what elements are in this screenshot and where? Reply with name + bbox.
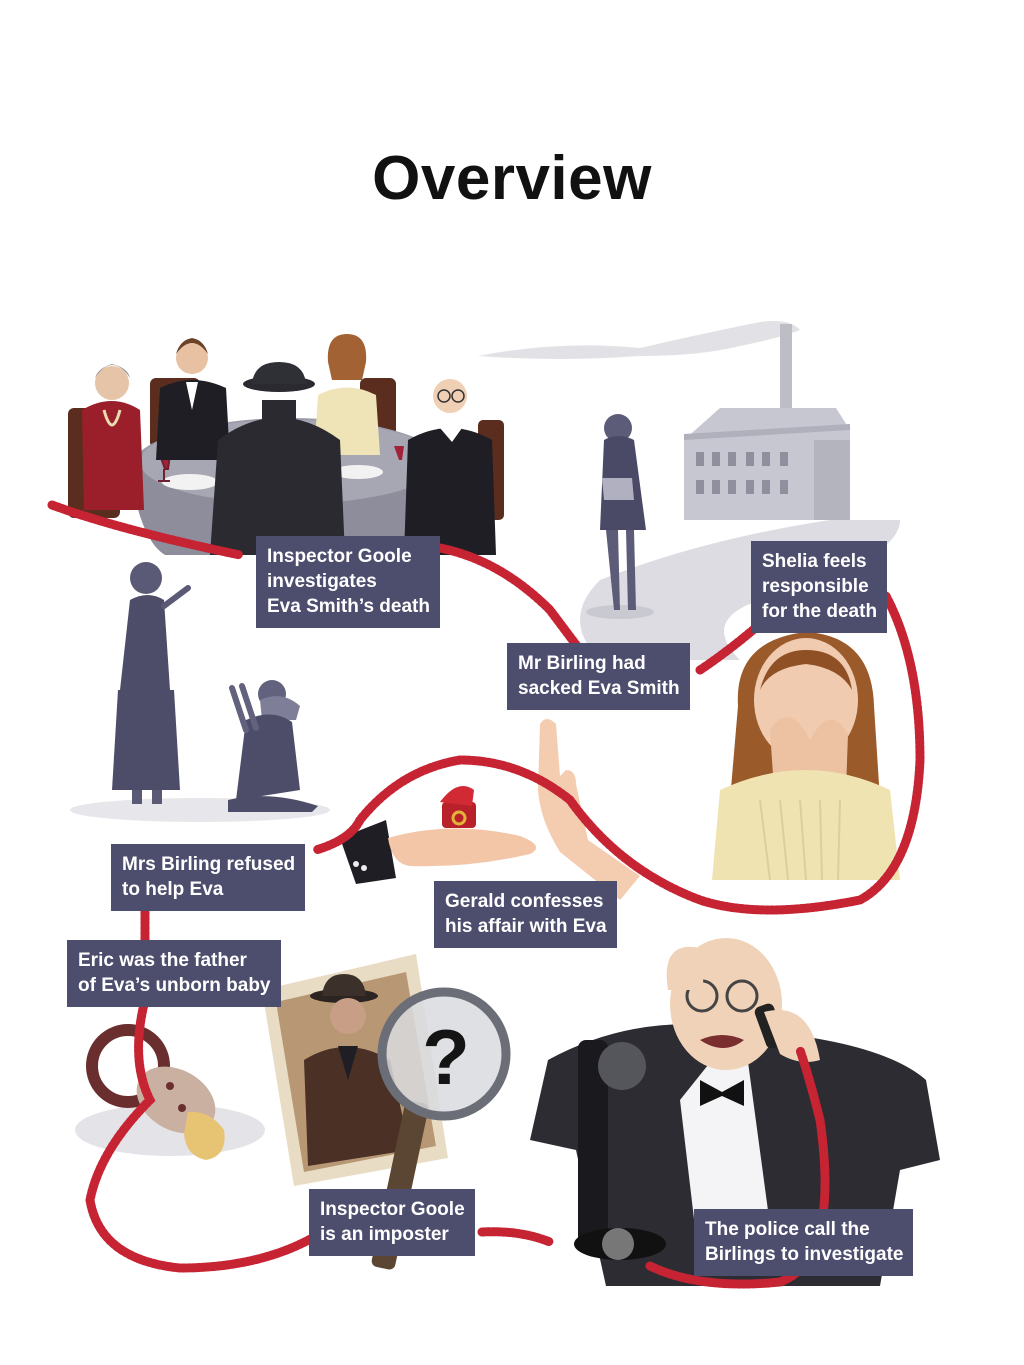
dinner-party-scene xyxy=(68,334,504,555)
callout-goole-investigates: Inspector Goole investigates Eva Smith’s… xyxy=(256,536,440,628)
page-title: Overview xyxy=(372,144,652,213)
callout-mrs-birling-refused: Mrs Birling refused to help Eva xyxy=(111,844,306,911)
callout-police-call: The police call the Birlings to investig… xyxy=(694,1209,914,1276)
refusing-hand xyxy=(538,719,640,900)
callout-gerald-confesses: Gerald confesses his affair with Eva xyxy=(434,881,617,948)
baby-pacifier xyxy=(75,1024,265,1160)
eva-smith-figure xyxy=(586,414,654,619)
callout-birling-sacked: Mr Birling had sacked Eva Smith xyxy=(507,643,690,710)
callout-eric-father: Eric was the father of Eva’s unborn baby xyxy=(67,940,281,1007)
mrs-birling-and-eva xyxy=(70,562,330,822)
sheila-crying xyxy=(712,632,900,881)
callout-sheila-responsible: Shelia feels responsible for the death xyxy=(751,541,888,633)
telephone-cord xyxy=(47,500,925,1289)
magnifying-glass: ? xyxy=(371,987,511,1270)
svg-text:?: ? xyxy=(422,1013,470,1101)
callout-goole-imposter: Inspector Goole is an imposter xyxy=(309,1189,475,1256)
ring-box-offer xyxy=(340,786,537,884)
